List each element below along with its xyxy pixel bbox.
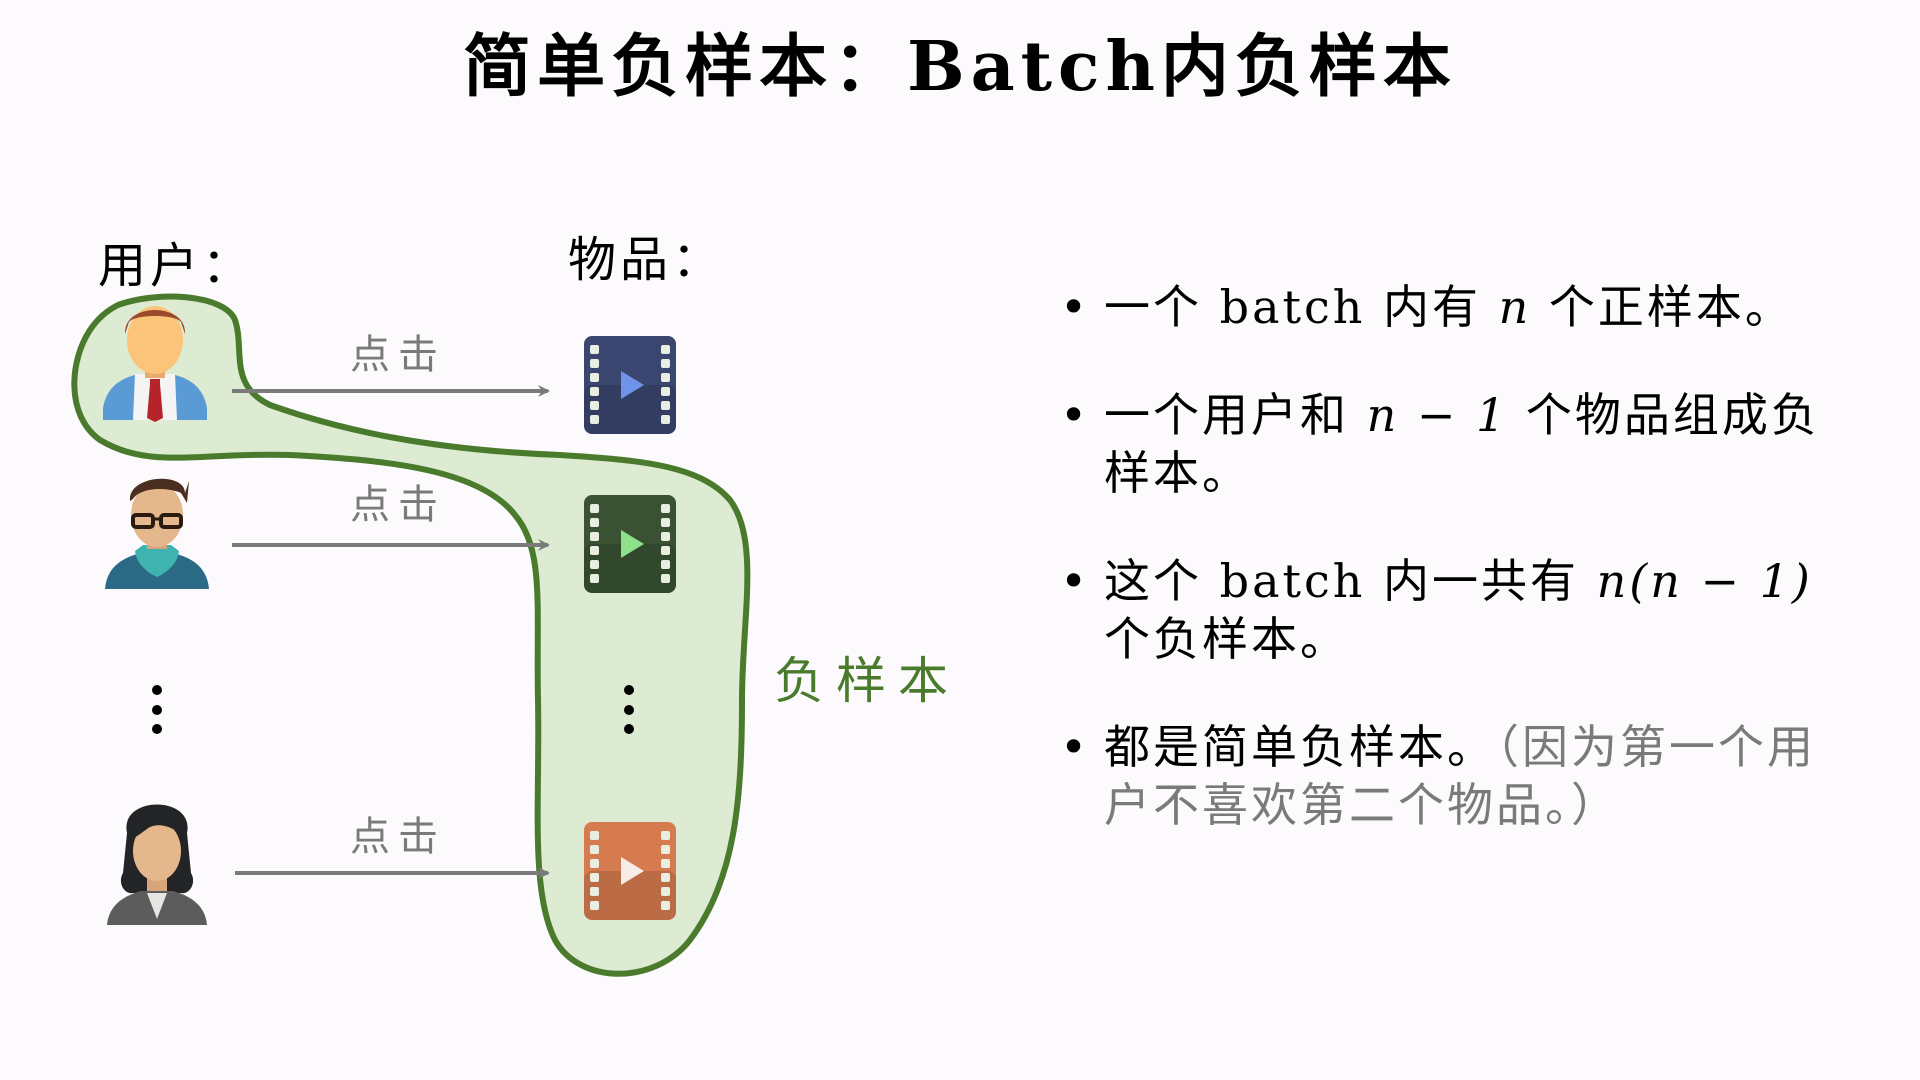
film-hole xyxy=(590,359,599,368)
video-film-icon xyxy=(584,336,676,434)
film-hole xyxy=(590,387,599,396)
man-with-glasses-avatar xyxy=(105,478,209,589)
film-hole xyxy=(661,546,670,555)
play-icon xyxy=(621,530,644,558)
film-hole xyxy=(661,873,670,882)
bullet-note: （因为第一个用户不喜欢第二个物品。） xyxy=(1104,720,1816,832)
film-hole xyxy=(590,574,599,583)
film-hole xyxy=(590,831,599,840)
bullet-segment: 个负样本。 xyxy=(1104,612,1349,666)
video-film-icon xyxy=(584,495,676,593)
film-hole xyxy=(661,518,670,527)
bullet-dot: • xyxy=(1060,388,1091,442)
film-hole xyxy=(590,373,599,382)
items-column-label: 物品： xyxy=(568,232,725,288)
film-hole xyxy=(590,345,599,354)
users-ellipsis xyxy=(152,685,162,734)
film-hole xyxy=(590,546,599,555)
bullet-dot: • xyxy=(1060,554,1091,608)
bullet-item: • 一个 batch 内有 n 个正样本。 xyxy=(1060,278,1860,336)
click-label: 点击 xyxy=(350,332,446,378)
film-hole xyxy=(661,560,670,569)
film-shade xyxy=(584,871,676,920)
bullet-segment: 一个用户和 xyxy=(1104,388,1367,442)
film-hole xyxy=(590,415,599,424)
play-icon xyxy=(621,371,644,399)
click-label: 点击 xyxy=(350,814,446,860)
film-hole xyxy=(661,373,670,382)
slide-title: 简单负样本：Batch内负样本 xyxy=(463,27,1457,107)
film-hole xyxy=(661,504,670,513)
film-hole xyxy=(661,845,670,854)
film-hole xyxy=(590,560,599,569)
film-hole xyxy=(661,901,670,910)
math-expression: n(n − 1) xyxy=(1596,554,1813,608)
film-hole xyxy=(590,859,599,868)
film-hole xyxy=(661,532,670,541)
bullet-text: 一个用户和 n − 1 个物品组成负样本。 xyxy=(1104,386,1860,502)
click-label: 点击 xyxy=(350,482,446,528)
negative-sample-highlight-region xyxy=(71,293,751,977)
bullet-item: • 一个用户和 n − 1 个物品组成负样本。 xyxy=(1060,386,1860,502)
negative-sample-label: 负样本 xyxy=(774,652,960,710)
film-hole xyxy=(661,831,670,840)
film-hole xyxy=(590,401,599,410)
film-hole xyxy=(661,574,670,583)
film-hole xyxy=(590,873,599,882)
film-hole xyxy=(661,387,670,396)
woman-avatar xyxy=(107,804,207,925)
man-with-tie-avatar xyxy=(103,306,207,422)
math-expression: n xyxy=(1498,280,1532,334)
users-column-label: 用户： xyxy=(98,238,255,294)
film-hole xyxy=(661,887,670,896)
bullet-dot: • xyxy=(1060,720,1091,774)
bullet-text: 这个 batch 内一共有 n(n − 1) 个负样本。 xyxy=(1104,552,1860,668)
film-hole xyxy=(590,518,599,527)
bullet-text: 一个 batch 内有 n 个正样本。 xyxy=(1104,278,1860,336)
film-hole xyxy=(590,532,599,541)
film-hole xyxy=(590,901,599,910)
video-film-icon xyxy=(584,822,676,920)
bullet-item: • 都是简单负样本。（因为第一个用户不喜欢第二个物品。） xyxy=(1060,718,1860,834)
film-shade xyxy=(584,385,676,434)
film-hole xyxy=(590,504,599,513)
film-shade xyxy=(584,544,676,593)
bullet-segment: 一个 batch 内有 xyxy=(1104,280,1499,334)
bullet-item: • 这个 batch 内一共有 n(n − 1) 个负样本。 xyxy=(1060,552,1860,668)
items-ellipsis xyxy=(624,685,634,734)
film-hole xyxy=(661,345,670,354)
film-hole xyxy=(590,887,599,896)
film-hole xyxy=(661,415,670,424)
bullet-dot: • xyxy=(1060,280,1091,334)
bullet-text: 都是简单负样本。（因为第一个用户不喜欢第二个物品。） xyxy=(1104,718,1860,834)
bullet-segment: 个物品组成负样本。 xyxy=(1104,388,1820,500)
film-hole xyxy=(661,359,670,368)
play-icon xyxy=(621,857,644,885)
film-hole xyxy=(661,859,670,868)
bullet-segment: 个正样本。 xyxy=(1531,280,1794,334)
bullet-segment: 这个 batch 内一共有 xyxy=(1104,554,1597,608)
bullet-list: • 一个 batch 内有 n 个正样本。 • 一个用户和 n − 1 个物品组… xyxy=(1060,278,1860,884)
bullet-segment: 都是简单负样本。 xyxy=(1104,720,1496,774)
math-expression: n − 1 xyxy=(1366,388,1509,442)
film-hole xyxy=(590,845,599,854)
film-hole xyxy=(661,401,670,410)
